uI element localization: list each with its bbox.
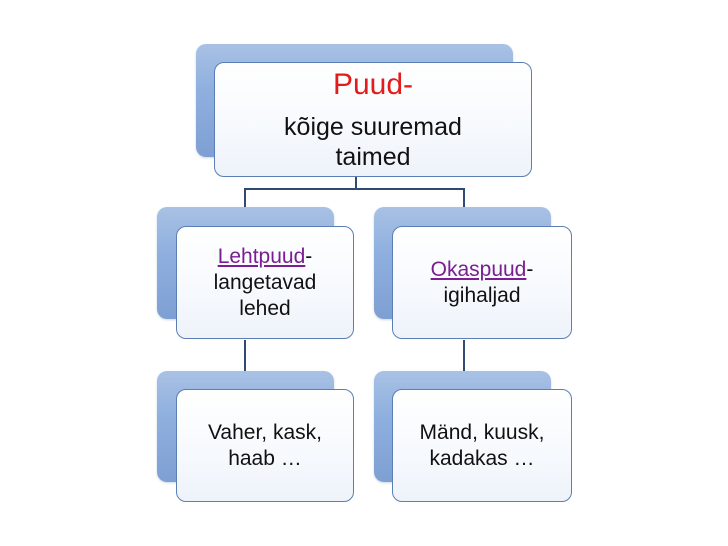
right-child-node: Mänd, kuusk, kadakas … — [392, 389, 572, 502]
right-child-line2: kadakas … — [429, 446, 535, 470]
left-node-text: Lehtpuud- langetavad lehed — [214, 244, 317, 322]
left-child-line1: Vaher, kask, — [207, 420, 322, 444]
root-node: Puud- kõige suuremad taimed — [214, 62, 532, 177]
left-node-line3: lehed — [239, 296, 291, 320]
connector-left-drop — [244, 188, 246, 208]
right-node-text: Okaspuud- igihaljad — [431, 257, 534, 309]
okaspuud-link[interactable]: Okaspuud — [430, 257, 527, 281]
connector-right-drop — [463, 188, 465, 208]
connector-horizontal — [244, 188, 465, 190]
right-child-text: Mänd, kuusk, kadakas … — [420, 420, 545, 472]
connector-root-stem — [355, 176, 357, 190]
right-node: Okaspuud- igihaljad — [392, 226, 572, 339]
root-subtitle: kõige suuremad taimed — [284, 112, 462, 172]
connector-left-child — [244, 340, 246, 373]
connector-right-child — [463, 340, 465, 373]
left-child-node: Vaher, kask, haab … — [176, 389, 354, 502]
left-node-line2: langetavad — [213, 270, 317, 294]
right-node-line1: Okaspuud- — [431, 257, 534, 283]
root-subtitle-line2: taimed — [335, 142, 411, 171]
root-subtitle-line1: kõige suuremad — [284, 112, 462, 141]
right-node-line2: igihaljad — [443, 283, 521, 307]
left-node-line1: Lehtpuud- — [214, 244, 317, 270]
right-dash: - — [526, 257, 534, 281]
left-node: Lehtpuud- langetavad lehed — [176, 226, 354, 339]
right-child-line1: Mänd, kuusk, — [419, 420, 545, 444]
left-child-line2: haab … — [228, 446, 302, 470]
left-child-text: Vaher, kask, haab … — [208, 420, 322, 472]
lehtpuud-link[interactable]: Lehtpuud — [217, 244, 306, 268]
left-dash: - — [305, 244, 313, 268]
root-title: Puud- — [332, 67, 414, 101]
